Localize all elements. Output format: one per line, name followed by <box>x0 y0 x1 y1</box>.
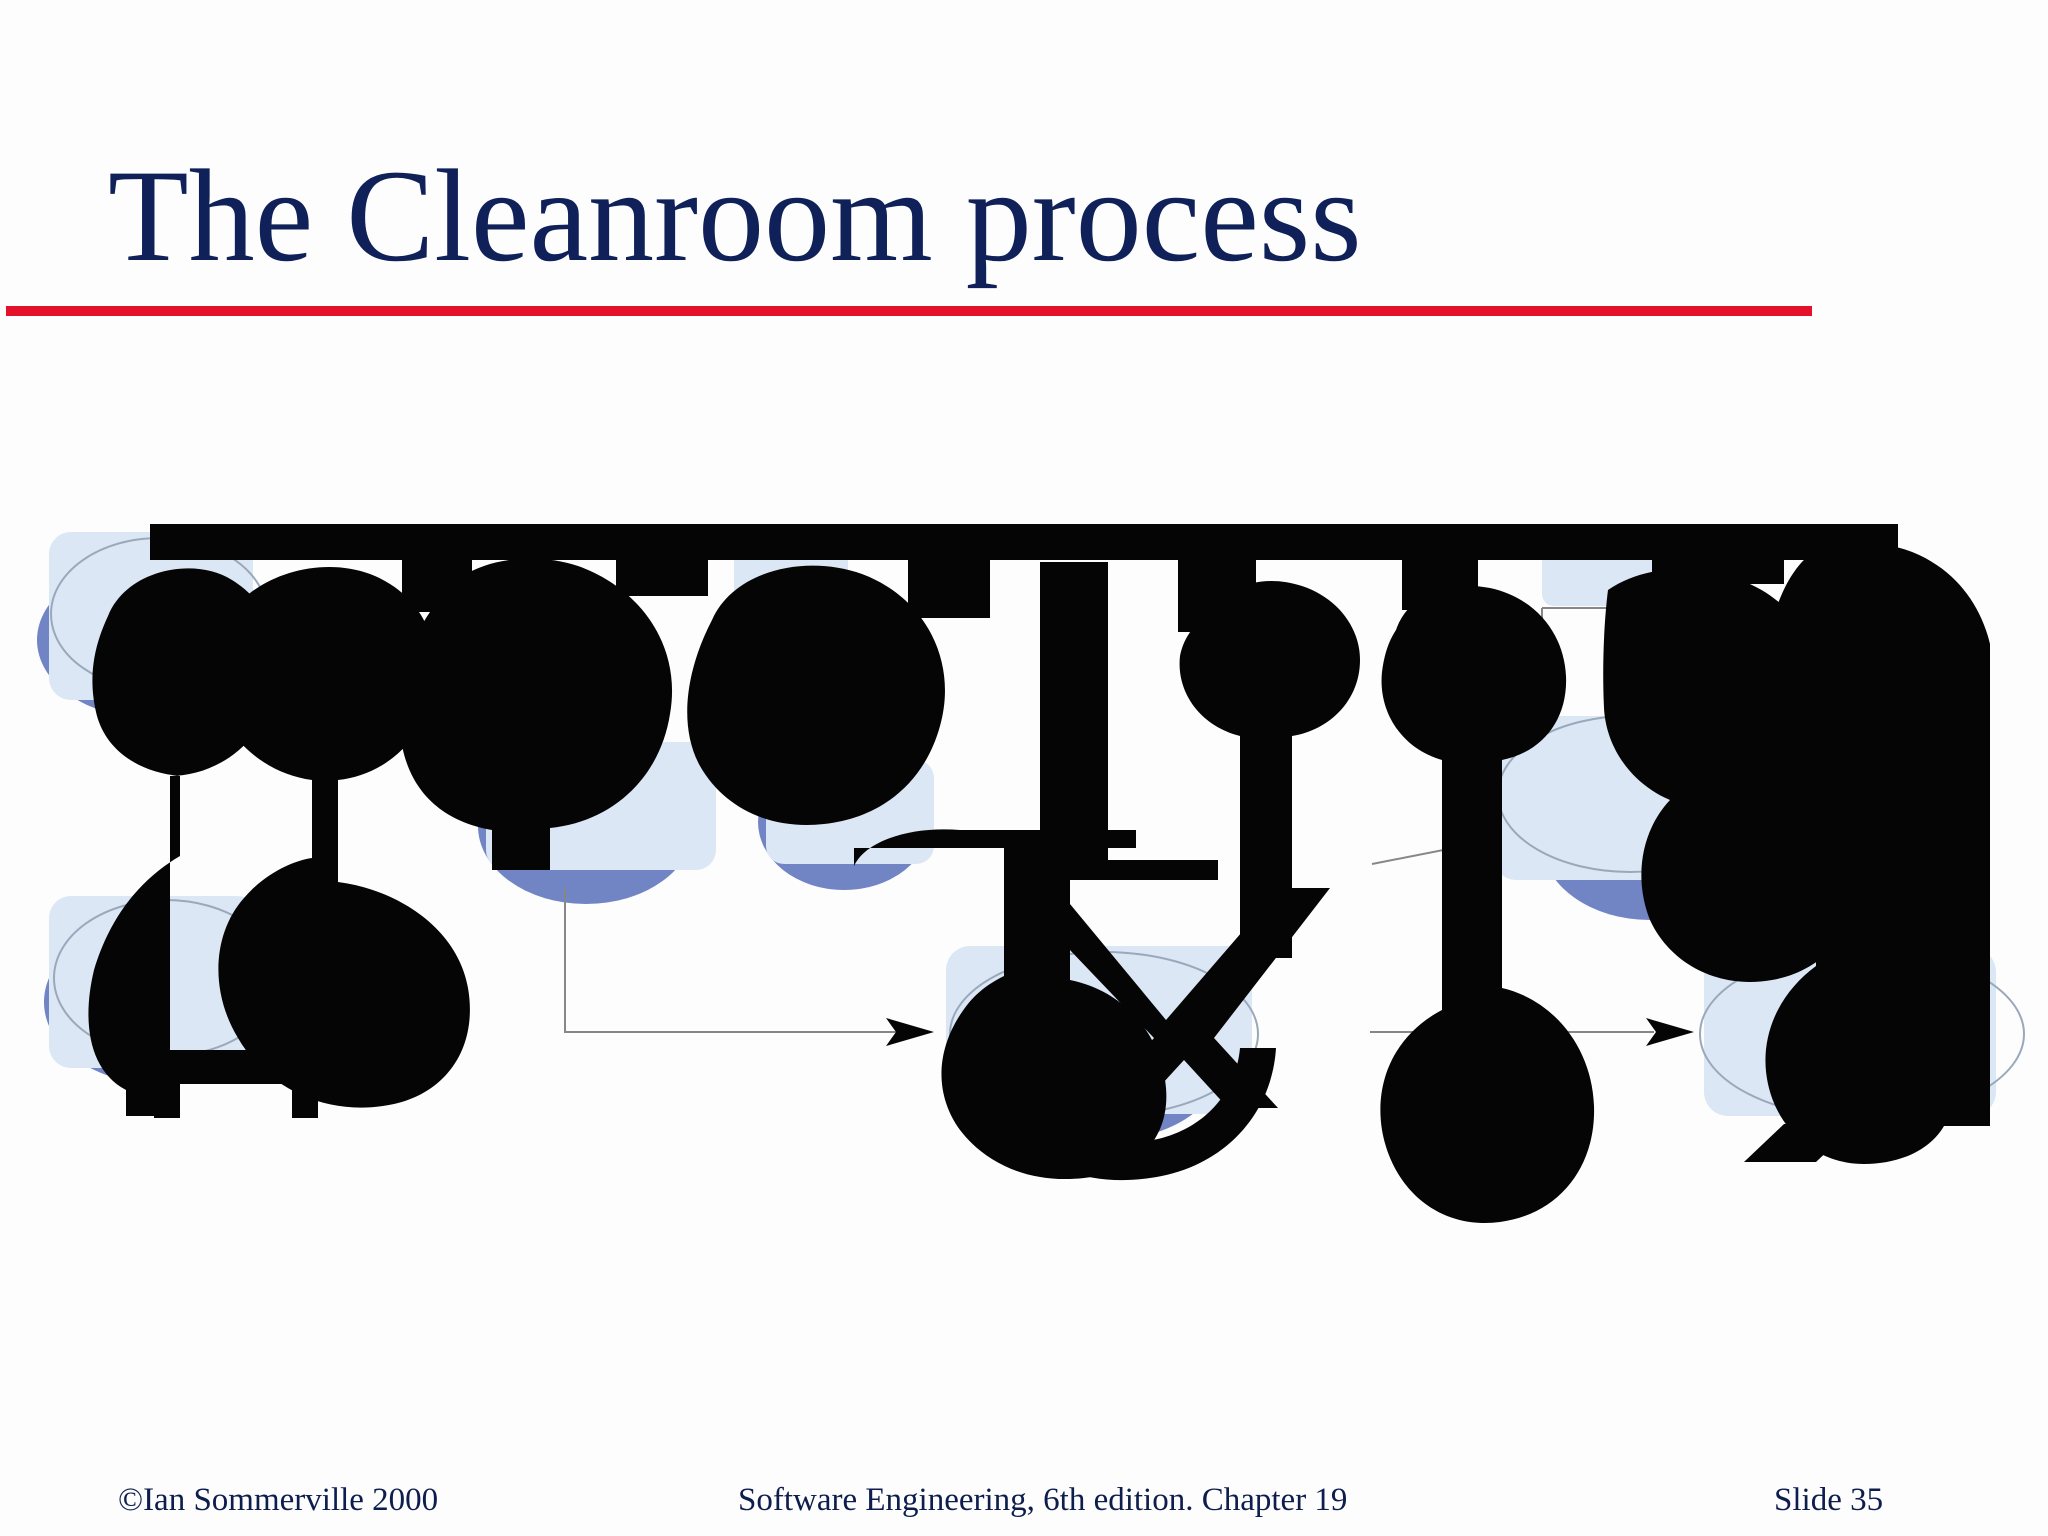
title-underline <box>6 306 1812 316</box>
obscured-mass-center-a <box>399 558 673 870</box>
obscured-mass-center-c <box>854 829 1167 1180</box>
obscured-mass-bottom-right-stroke <box>1744 1124 1856 1162</box>
obscured-mass-center-b <box>687 565 945 825</box>
footer-copyright: ©Ian Sommerville 2000 <box>118 1482 439 1518</box>
obscured-mass-bottom-stroke <box>154 1050 318 1118</box>
arrowhead-icon <box>886 1018 934 1046</box>
footer-book-info: Software Engineering, 6th edition. Chapt… <box>738 1482 1348 1518</box>
footer-slide-number: Slide 35 <box>1774 1482 1884 1518</box>
connector-line <box>564 888 896 1033</box>
obscured-mass-center-e <box>1040 562 1218 880</box>
obscured-mass-right-c <box>1763 543 1990 1164</box>
obscured-mass-right-a <box>1380 585 1595 1223</box>
obscured-mass-bottom-center-curve <box>1000 1048 1276 1181</box>
slide-title: The Cleanroom process <box>108 142 1362 289</box>
obscured-mass-center-f <box>1179 580 1360 958</box>
obscured-label-masses <box>88 524 1990 1223</box>
arrowhead-icon <box>1646 1018 1694 1046</box>
